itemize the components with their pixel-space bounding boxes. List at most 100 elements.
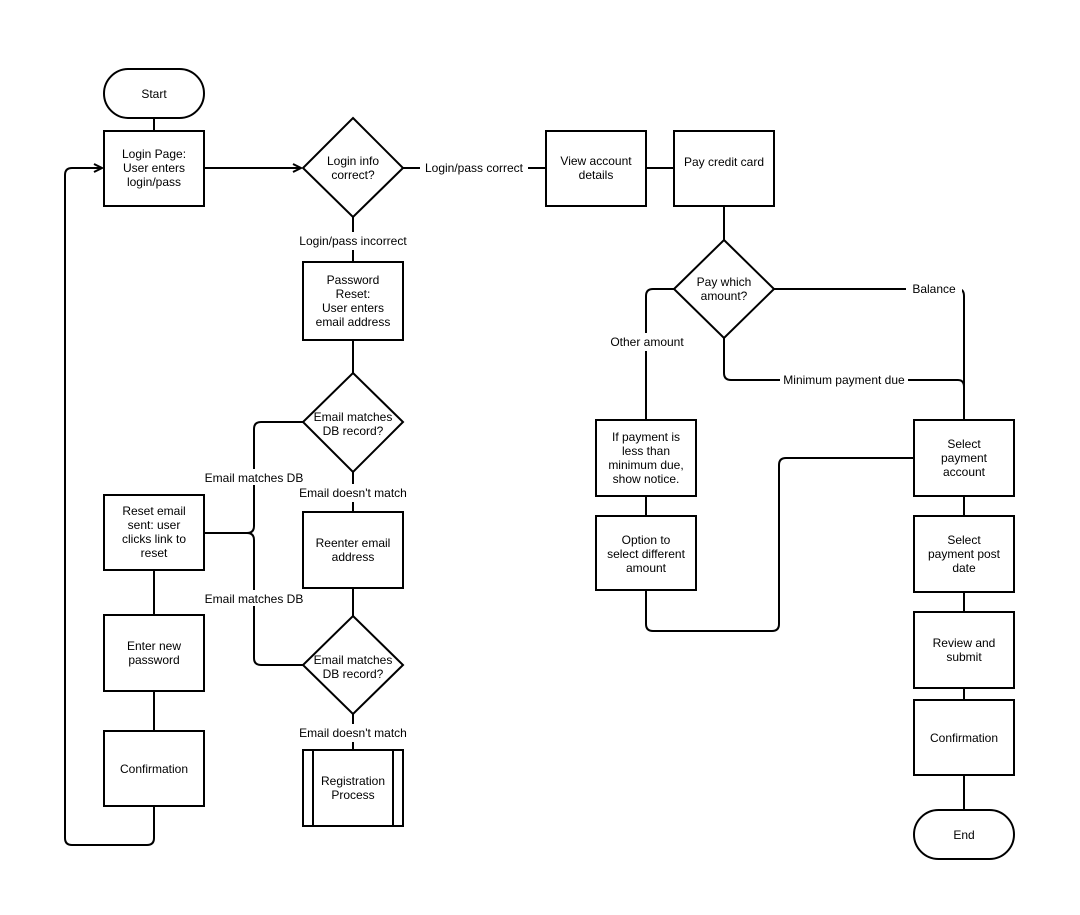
edge-labels: Login/pass correct Login/pass incorrect … [200,158,962,742]
select-post-date-node [913,515,1015,593]
edge-confirm-loop [64,168,155,846]
login-check-decision [301,116,405,219]
label-line: End [953,828,974,842]
label-line: Enter new [127,639,181,653]
confirmation-right-node [913,699,1015,776]
label-line: Reenter email [316,536,391,550]
label-line: Reset: [336,287,371,301]
pay-credit-card-label: Pay credit card [684,155,764,169]
edge-label-email-matches-2: Email matches DB [205,592,304,606]
label-line: payment [941,451,988,465]
login-page-node [103,130,205,207]
confirmation-right-label: Confirmation [930,731,998,745]
edge-label-min-payment: Minimum payment due [783,373,905,387]
password-reset-node [302,261,404,341]
label-line: Start [141,87,167,101]
label-line: email address [316,315,391,329]
label-line: Process [331,788,374,802]
edge-label-balance: Balance [912,282,956,296]
label-line: Pay which [697,275,752,289]
label-line: sent: user [128,518,181,532]
edge-email-matches-2 [246,532,303,666]
edge-label-email-no-match-2: Email doesn't match [299,726,407,740]
label-line: Login Page: [122,147,186,161]
label-line: DB record? [323,667,384,681]
label-line: User enters [322,301,384,315]
label-line: Select [947,533,981,547]
label-line: amount [626,561,667,575]
label-line: View account [560,154,632,168]
edge-balance [774,288,965,420]
label-line: Select [947,437,981,451]
label-line: Confirmation [120,762,188,776]
label-line: minimum due, [608,458,683,472]
label-line: Pay credit card [684,155,764,169]
label-line: login/pass [127,175,181,189]
label-line: date [952,561,976,575]
label-line: payment post [928,547,1001,561]
edge-label-login-correct: Login/pass correct [425,161,524,175]
label-line: show notice. [613,472,680,486]
registration-process-node [302,749,404,827]
label-line: clicks link to [122,532,186,546]
start-label: Start [141,87,167,101]
pay-credit-card-node [673,130,775,207]
enter-new-password-node [103,614,205,692]
edge-label-login-incorrect: Login/pass incorrect [299,234,407,248]
label-line: Email matches [314,653,393,667]
label-line: Option to [622,533,671,547]
edge-label-email-matches-1: Email matches DB [205,471,304,485]
label-line: Confirmation [930,731,998,745]
select-payment-account-node [913,419,1015,497]
reset-email-sent-node [103,494,205,571]
label-line: Registration [321,774,385,788]
edge-label-other-amount: Other amount [610,335,684,349]
reenter-email-node [302,511,404,589]
minimum-notice-node [595,419,697,497]
label-line: reset [141,546,168,560]
label-line: User enters [123,161,185,175]
label-line: If payment is [612,430,680,444]
label-line: less than [622,444,670,458]
pay-which-decision [672,238,776,340]
email-match-decision-2 [301,614,405,716]
label-line: correct? [331,168,375,182]
label-line: account [943,465,986,479]
email-match-decision-1 [301,371,405,474]
label-line: Email matches [314,410,393,424]
label-line: Password [327,273,380,287]
label-line: address [332,550,375,564]
label-line: Review and [933,636,996,650]
end-terminator [913,809,1015,860]
label-line: amount? [701,289,748,303]
label-line: password [128,653,179,667]
label-line: Login info [327,154,379,168]
end-label: End [953,828,974,842]
edge-option-select-account [645,457,914,632]
select-different-amount-node [595,515,697,591]
review-submit-node [913,611,1015,689]
start-terminator [103,68,205,119]
confirmation-left-label: Confirmation [120,762,188,776]
confirmation-left-node [103,730,205,807]
edge-other-amount [645,288,674,420]
edge-label-email-no-match-1: Email doesn't match [299,486,407,500]
view-account-node [545,130,647,207]
